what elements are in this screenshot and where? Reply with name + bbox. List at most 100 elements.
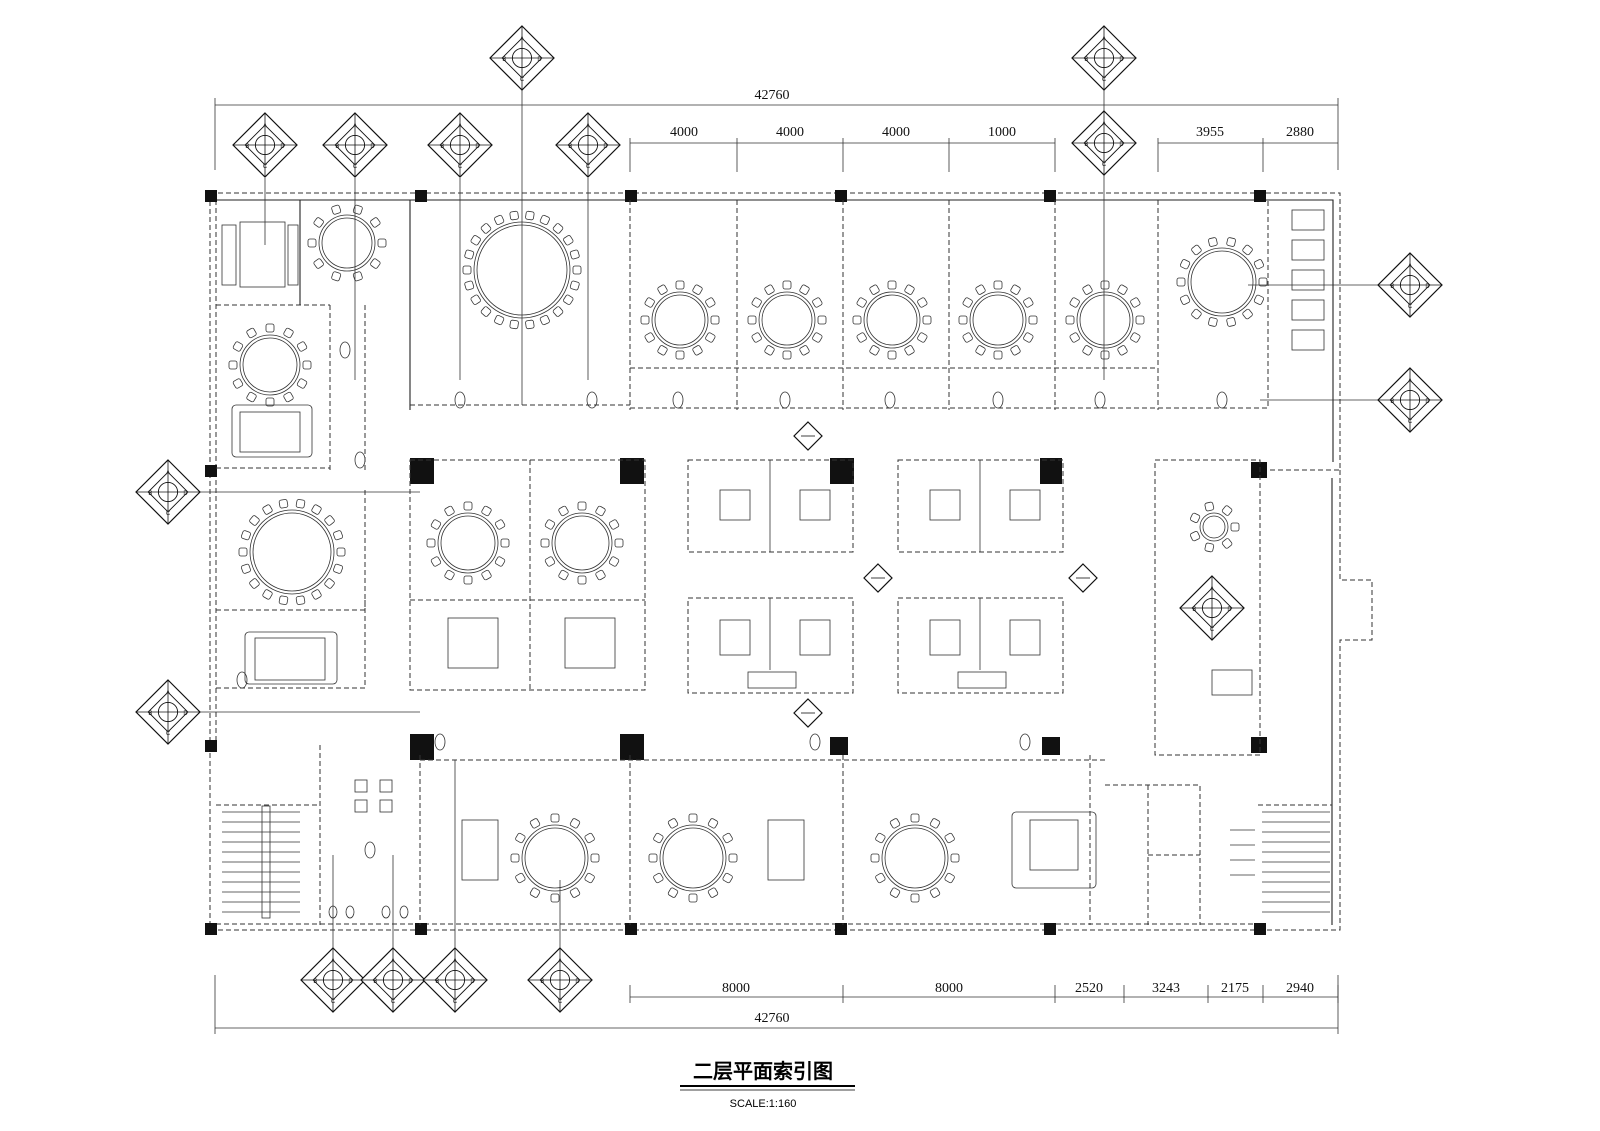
column [1042, 737, 1060, 755]
index-letter-d: D [603, 144, 608, 150]
column [205, 740, 217, 752]
column [1254, 190, 1266, 202]
lounge-table [767, 819, 805, 881]
lounge-table [1029, 819, 1079, 871]
index-letter-c: C [353, 164, 358, 170]
index-letter-c: C [1102, 162, 1107, 168]
index-letter-d: D [475, 144, 480, 150]
index-symbols: ABCDABCDABCDABCDABCDABCDABCDABCDABCDABCD… [135, 25, 1443, 1013]
index-symbol: A B C D [135, 459, 201, 525]
index-symbol [863, 563, 893, 593]
column [1251, 462, 1267, 478]
index-letter-d: D [537, 57, 542, 63]
dim-top-3: 4000 [882, 125, 910, 140]
column [1044, 190, 1056, 202]
column [620, 734, 644, 760]
side-table [1211, 669, 1253, 696]
overall-width-bottom: 42760 [755, 1011, 790, 1026]
index-letter-b: B [373, 979, 377, 985]
index-letter-c: C [166, 731, 171, 737]
index-letter-c: C [1210, 627, 1215, 633]
stair-left [222, 805, 300, 919]
interior-partitions [216, 200, 1332, 925]
round-table [1065, 280, 1145, 360]
index-letter-b: B [540, 979, 544, 985]
round-table [640, 280, 720, 360]
dim-bottom-2: 8000 [935, 981, 963, 996]
overall-width-top: 42760 [755, 88, 790, 103]
column [1254, 923, 1266, 935]
index-letter-c: C [391, 999, 396, 1005]
index-letter-a: A [353, 123, 357, 129]
index-letter-b: B [502, 57, 506, 63]
index-letter-d: D [280, 144, 285, 150]
structural-columns [205, 190, 1267, 935]
sofa-set [254, 637, 326, 681]
index-letter-d: D [408, 979, 413, 985]
index-letter-b: B [435, 979, 439, 985]
column [830, 737, 848, 755]
index-letter-a: A [1408, 378, 1412, 384]
exterior-walls [209, 192, 1373, 931]
index-letter-d: D [183, 491, 188, 497]
column [415, 923, 427, 935]
dim-bottom-1: 8000 [722, 981, 750, 996]
rect-furniture [221, 209, 1325, 889]
index-letter-a: A [166, 690, 170, 696]
index-letter-c: C [1102, 77, 1107, 83]
index-letter-d: D [348, 979, 353, 985]
dimension-top-segments: 4000 4000 4000 1000 3955 2880 [629, 125, 1338, 172]
dim-bottom-4: 3243 [1152, 981, 1180, 996]
column [1251, 737, 1267, 753]
column [205, 465, 217, 477]
drawing-scale: SCALE:1:160 [730, 1098, 797, 1110]
round-dining-tables [228, 204, 1268, 903]
index-letter-c: C [1408, 304, 1413, 310]
index-symbol [793, 421, 823, 451]
index-letter-b: B [568, 144, 572, 150]
index-letter-c: C [166, 511, 171, 517]
index-letter-c: C [331, 999, 336, 1005]
dim-top-1: 4000 [670, 125, 698, 140]
index-letter-d: D [370, 144, 375, 150]
dim-bottom-6: 2940 [1286, 981, 1314, 996]
index-letter-a: A [586, 123, 590, 129]
toilet-fixtures [236, 341, 1228, 919]
index-letter-d: D [1425, 284, 1430, 290]
column [835, 190, 847, 202]
index-leader-lines [200, 90, 1378, 950]
round-table [852, 280, 932, 360]
round-table [1190, 501, 1240, 553]
index-letter-b: B [1390, 399, 1394, 405]
column [620, 458, 644, 484]
round-table [426, 501, 510, 585]
index-letter-b: B [148, 491, 152, 497]
index-letter-b: B [148, 711, 152, 717]
index-letter-a: A [453, 958, 457, 964]
round-table [307, 204, 387, 282]
index-symbol [793, 698, 823, 728]
index-symbol [1068, 563, 1098, 593]
column [1044, 923, 1056, 935]
index-letter-c: C [558, 999, 563, 1005]
column [835, 923, 847, 935]
lounge-table [461, 819, 499, 881]
column [625, 190, 637, 202]
stair-right [1230, 811, 1330, 913]
index-letter-a: A [1102, 121, 1106, 127]
index-letter-b: B [1390, 284, 1394, 290]
index-letter-d: D [1119, 142, 1124, 148]
drawing-title: 二层平面索引图 [693, 1059, 833, 1083]
index-letter-d: D [1425, 399, 1430, 405]
index-letter-a: A [166, 470, 170, 476]
round-table [228, 323, 312, 407]
sofa-table [239, 221, 286, 288]
